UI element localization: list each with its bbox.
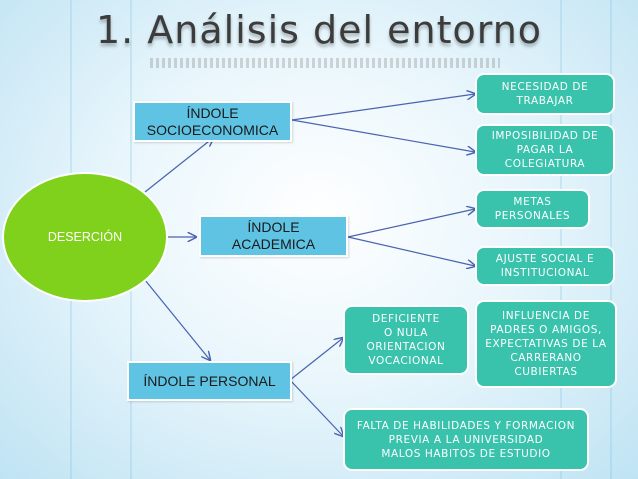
node-desercion: DESERCIÓN	[2, 172, 168, 302]
page-title: 1. Análisis del entorno	[95, 8, 543, 52]
node-indole-socioeconomica: ÍNDOLE SOCIOECONOMICA	[133, 101, 292, 142]
title-underline	[150, 58, 500, 68]
edge-academica-metas	[347, 209, 475, 238]
node-ajuste-social: AJUSTE SOCIAL E INSTITUCIONAL	[475, 246, 615, 286]
edge-root-personal	[144, 279, 210, 360]
node-metas-personales: METAS PERSONALES	[475, 189, 590, 229]
edge-personal-falta	[289, 379, 343, 436]
node-imposibilidad-de-pagar: IMPOSIBILIDAD DE PAGAR LA COLEGIATURA	[475, 124, 615, 176]
edge-root-socio	[144, 138, 213, 193]
edge-socio-imposibilidad	[291, 119, 475, 152]
node-indole-personal: ÍNDOLE PERSONAL	[127, 361, 292, 401]
node-influencia-padres: INFLUENCIA DE PADRES O AMIGOS, EXPECTATI…	[475, 300, 617, 388]
edge-socio-necesidad	[291, 94, 475, 121]
node-indole-academica: ÍNDOLE ACADEMICA	[199, 215, 348, 257]
edge-academica-ajuste	[347, 236, 475, 266]
node-deficiente-orientacion: DEFICIENTE O NULA ORIENTACION VOCACIONAL	[343, 305, 469, 375]
node-necesidad-de-trabajar: NECESIDAD DE TRABAJAR	[475, 73, 615, 115]
node-falta-de-habilidades: FALTA DE HABILIDADES Y FORMACION PREVIA …	[343, 408, 589, 471]
edge-personal-deficiente	[289, 338, 343, 381]
